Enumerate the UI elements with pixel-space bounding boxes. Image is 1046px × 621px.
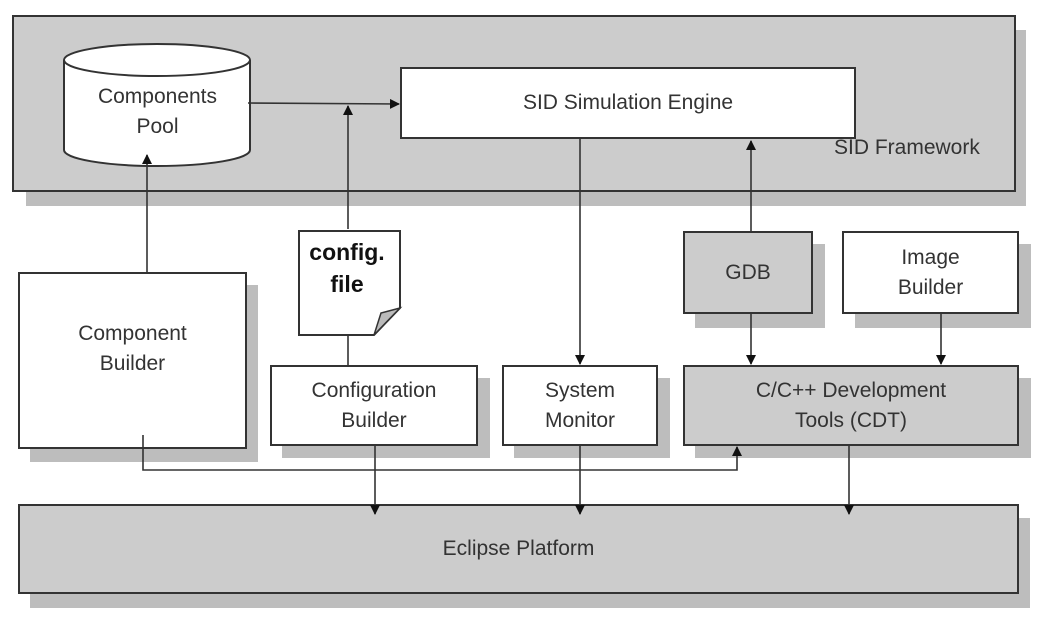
- gdb-box: GDB: [683, 231, 813, 314]
- arrow-pool-to-engine: [247, 98, 400, 109]
- components-pool-cylinder: [63, 43, 251, 167]
- configuration-builder-box: Configuration Builder: [270, 365, 478, 446]
- sid-simulation-engine-label: SID Simulation Engine: [522, 91, 734, 114]
- arrow-component-builder-to-cdt: [142, 435, 742, 471]
- config-file-document: [298, 230, 403, 336]
- cdt-label: C/C++ Development Tools (CDT): [755, 378, 947, 432]
- sid-framework-label: SID Framework: [834, 136, 980, 159]
- component-builder-box: Component Builder: [18, 272, 247, 449]
- component-builder-label: Component Builder: [78, 321, 187, 375]
- eclipse-platform-box: Eclipse Platform: [18, 504, 1019, 594]
- configuration-builder-label: Configuration Builder: [311, 378, 437, 432]
- image-builder-label: Image Builder: [897, 245, 964, 299]
- components-pool-label: Components Pool: [97, 85, 218, 138]
- eclipse-platform-label: Eclipse Platform: [442, 537, 595, 560]
- gdb-label: GDB: [725, 260, 771, 284]
- sid-simulation-engine: SID Simulation Engine: [400, 67, 856, 139]
- config-file-label: config. file: [309, 239, 385, 297]
- cdt-box: C/C++ Development Tools (CDT): [683, 365, 1019, 446]
- system-monitor-box: System Monitor: [502, 365, 658, 446]
- image-builder-box: Image Builder: [842, 231, 1019, 314]
- system-monitor-label: System Monitor: [544, 378, 616, 432]
